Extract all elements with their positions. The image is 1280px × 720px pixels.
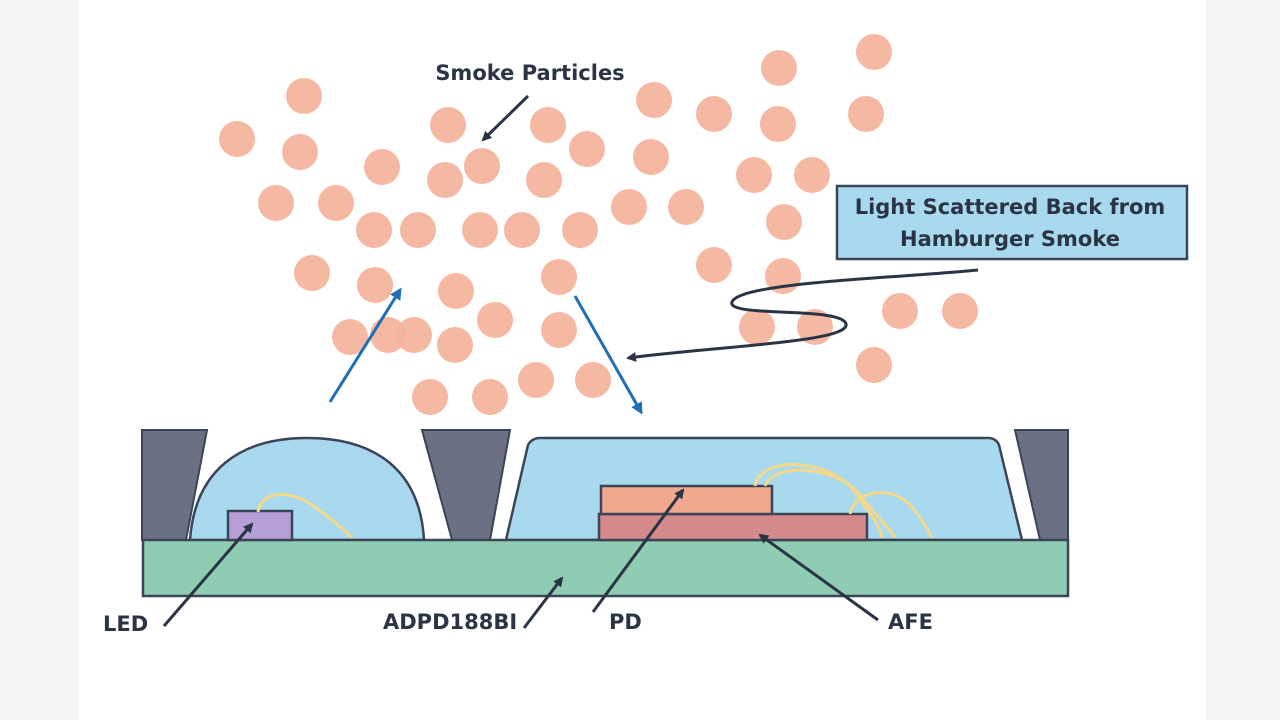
smoke-particle [794, 157, 830, 193]
adpd-label: ADPD188BI [383, 610, 517, 634]
led-pointer [162, 522, 254, 627]
pd-chip [599, 484, 774, 516]
housing-center-wall [420, 429, 512, 541]
smoke-particle [856, 34, 892, 70]
smoke-particle [736, 157, 772, 193]
callout-pointer [626, 268, 979, 362]
diagram-stage [78, 0, 1206, 720]
smoke-particle [760, 106, 796, 142]
smoke-particle [286, 78, 322, 114]
led-dome-lens [188, 436, 426, 542]
smoke-particle [562, 212, 598, 248]
smoke-particle [430, 107, 466, 143]
emitted-light-arrow [328, 287, 402, 403]
housing-right-wall [1013, 429, 1069, 541]
smoke-particle [437, 327, 473, 363]
smoke-particle [258, 185, 294, 221]
smoke-particle [504, 212, 540, 248]
smoke-particle [472, 379, 508, 415]
smoke-particle [696, 96, 732, 132]
callout-line-2: Hamburger Smoke [900, 227, 1120, 251]
smoke-particle [462, 212, 498, 248]
smoke-particle [530, 107, 566, 143]
smoke-particle [364, 149, 400, 185]
smoke-particle [739, 309, 775, 345]
smoke-particle [518, 362, 554, 398]
adpd-pointer [522, 576, 564, 629]
bond-wires [256, 463, 934, 540]
pd-pointer [591, 488, 685, 613]
smoke-particle [282, 134, 318, 170]
smoke-particle [464, 148, 500, 184]
substrate [141, 538, 1070, 598]
callout-line-1: Light Scattered Back from [855, 195, 1166, 219]
afe-label: AFE [888, 610, 933, 634]
smoke-particle [438, 273, 474, 309]
smoke-particle [294, 255, 330, 291]
smoke-particle [633, 139, 669, 175]
smoke-particle [636, 82, 672, 118]
smoke-particle [219, 121, 255, 157]
smoke-particle [427, 162, 463, 198]
smoke-particle [882, 293, 918, 329]
smoke-particle [541, 259, 577, 295]
smoke-particle [611, 189, 647, 225]
smoke-particle [318, 185, 354, 221]
smoke-particle [766, 204, 802, 240]
smoke-particle [696, 247, 732, 283]
scattered-light-arrow [573, 295, 643, 415]
afe-chip [597, 512, 869, 542]
led-label: LED [103, 612, 148, 636]
afe-pointer [758, 533, 879, 622]
smoke-particles-label: Smoke Particles [435, 61, 624, 85]
smoke-particle [856, 347, 892, 383]
smoke-particle [332, 319, 368, 355]
callout-box [835, 184, 1189, 261]
smoke-particle [412, 379, 448, 415]
smoke-particle [357, 267, 393, 303]
smoke-particles-pointer [481, 94, 530, 142]
smoke-particle [942, 293, 978, 329]
smoke-particle [848, 96, 884, 132]
smoke-particle [541, 312, 577, 348]
smoke-particle [761, 50, 797, 86]
smoke-particle [396, 317, 432, 353]
smoke-particle [575, 362, 611, 398]
smoke-particle [477, 302, 513, 338]
smoke-particle [526, 162, 562, 198]
smoke-particle [668, 189, 704, 225]
pd-label: PD [609, 610, 642, 634]
smoke-particle [356, 212, 392, 248]
led-chip [226, 509, 294, 542]
smoke-particle [400, 212, 436, 248]
smoke-particle [569, 131, 605, 167]
